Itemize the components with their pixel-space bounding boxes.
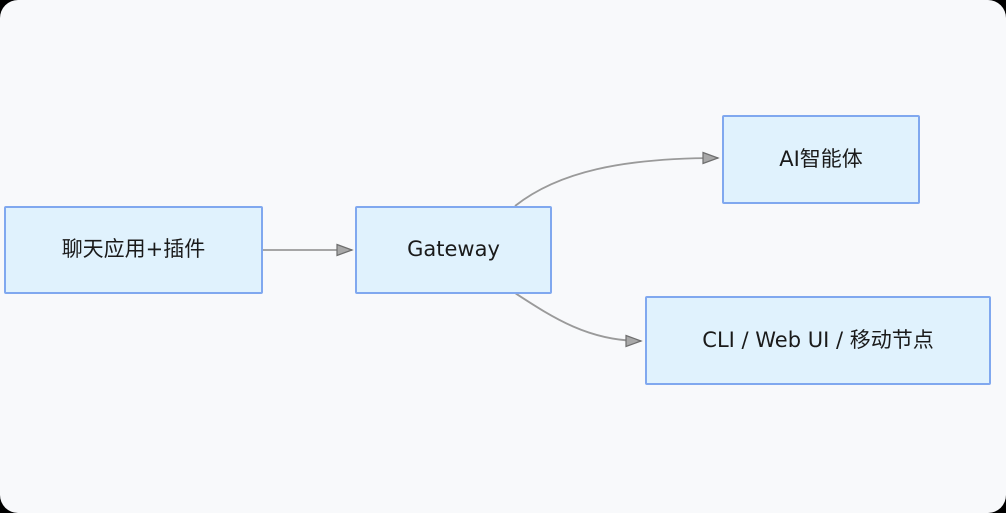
node-cli-webui-mobile: CLI / Web UI / 移动节点 xyxy=(645,296,991,385)
edge-gateway-to-agent xyxy=(514,158,718,207)
node-chat-app-plugin: 聊天应用+插件 xyxy=(4,206,263,294)
node-cli-webui-mobile-label: CLI / Web UI / 移动节点 xyxy=(702,327,934,352)
node-gateway-label: Gateway xyxy=(407,237,500,262)
node-chat-app-plugin-label: 聊天应用+插件 xyxy=(61,237,206,262)
node-ai-agent: AI智能体 xyxy=(722,115,920,204)
edge-gateway-to-clients xyxy=(514,292,641,341)
node-ai-agent-label: AI智能体 xyxy=(779,146,863,171)
node-gateway: Gateway xyxy=(355,206,552,294)
